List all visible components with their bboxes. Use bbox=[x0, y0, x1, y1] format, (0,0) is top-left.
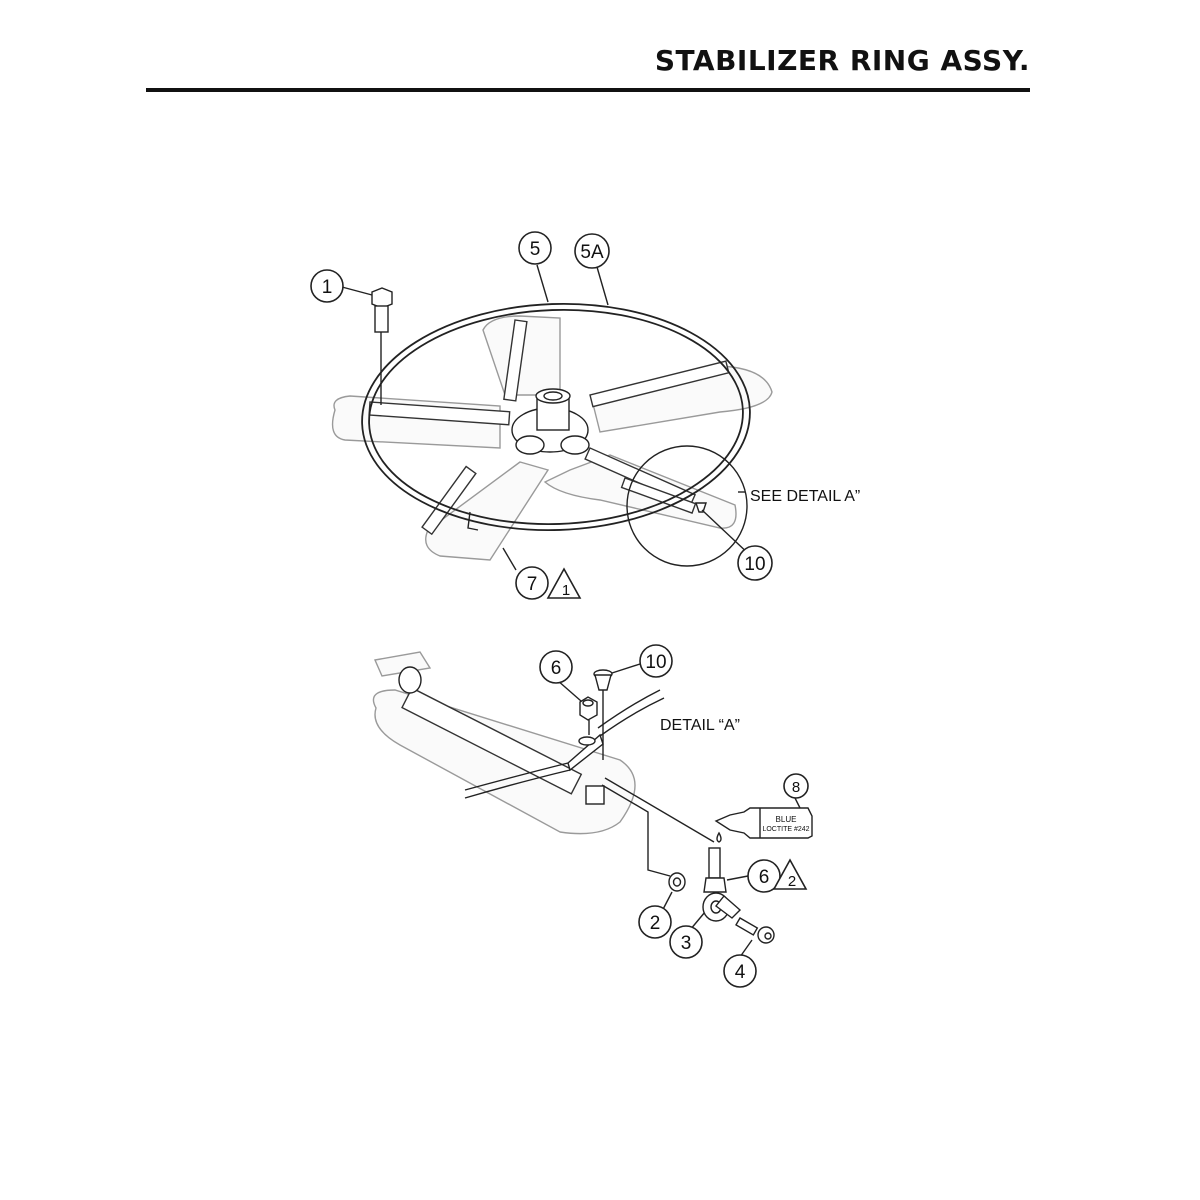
page-title: STABILIZER RING ASSY. bbox=[654, 44, 1030, 77]
svg-text:10: 10 bbox=[645, 652, 666, 673]
cap-screw-part-4 bbox=[735, 917, 775, 944]
callout-2: 2 bbox=[638, 905, 672, 939]
detail-ring-section bbox=[464, 762, 569, 791]
svg-text:BLUE: BLUE bbox=[776, 815, 797, 824]
callout-7: 7 bbox=[515, 566, 549, 600]
detail-trowel-arm bbox=[398, 666, 605, 805]
svg-text:2: 2 bbox=[650, 913, 661, 934]
stabilizer-ring-inner bbox=[368, 308, 744, 526]
stud-part-6 bbox=[703, 831, 727, 893]
spider-arms bbox=[368, 319, 730, 536]
callout-6-top: 6 bbox=[539, 650, 573, 684]
svg-text:LOCTITE #242: LOCTITE #242 bbox=[762, 826, 809, 833]
callout-8: 8 bbox=[783, 773, 809, 799]
svg-text:2: 2 bbox=[788, 873, 796, 890]
svg-text:5A: 5A bbox=[580, 242, 604, 263]
svg-text:3: 3 bbox=[681, 933, 692, 954]
svg-text:6: 6 bbox=[759, 867, 770, 888]
bolt-part-1 bbox=[371, 287, 393, 405]
callout-10-detail: 10 bbox=[639, 644, 673, 678]
stabilizer-ring bbox=[361, 302, 751, 532]
svg-text:8: 8 bbox=[792, 779, 800, 796]
svg-text:6: 6 bbox=[551, 658, 562, 679]
washer-part-2 bbox=[668, 872, 686, 892]
trowel-blade-right bbox=[591, 365, 773, 433]
detail-a-circle bbox=[626, 445, 748, 567]
plug-part-10-small bbox=[695, 502, 707, 513]
svg-text:7: 7 bbox=[527, 574, 538, 595]
svg-text:1: 1 bbox=[322, 277, 333, 298]
callout-5a: 5A bbox=[574, 233, 610, 269]
nut-part-6-top bbox=[578, 696, 598, 746]
callout-1: 1 bbox=[310, 269, 344, 303]
callout-4: 4 bbox=[723, 954, 757, 988]
callout-3: 3 bbox=[669, 925, 703, 959]
detail-a-title: DETAIL “A” bbox=[660, 717, 740, 734]
title-rule bbox=[146, 88, 1030, 92]
see-detail-a-note: SEE DETAIL A” bbox=[750, 488, 860, 505]
callout-5: 5 bbox=[518, 231, 552, 265]
callout-6-lower: 6 bbox=[747, 859, 781, 893]
svg-text:1: 1 bbox=[562, 582, 570, 599]
swivel-eye-part-3 bbox=[702, 892, 742, 922]
svg-text:5: 5 bbox=[530, 239, 541, 260]
spider-hub bbox=[511, 388, 590, 455]
assembly-view: 1 5 5A 7 1 10 SEE DETAIL A” bbox=[310, 231, 860, 600]
svg-text:4: 4 bbox=[735, 962, 746, 983]
loctite-tube-part-8: BLUE LOCTITE #242 bbox=[714, 797, 813, 839]
plug-part-10 bbox=[593, 669, 613, 760]
detail-a-view: BLUE LOCTITE #242 6 10 8 6 2 2 bbox=[372, 644, 813, 988]
callout-10: 10 bbox=[737, 545, 773, 581]
revision-triangle-2: 2 bbox=[772, 858, 808, 890]
svg-text:10: 10 bbox=[744, 554, 765, 575]
revision-triangle-1: 1 bbox=[546, 567, 582, 599]
